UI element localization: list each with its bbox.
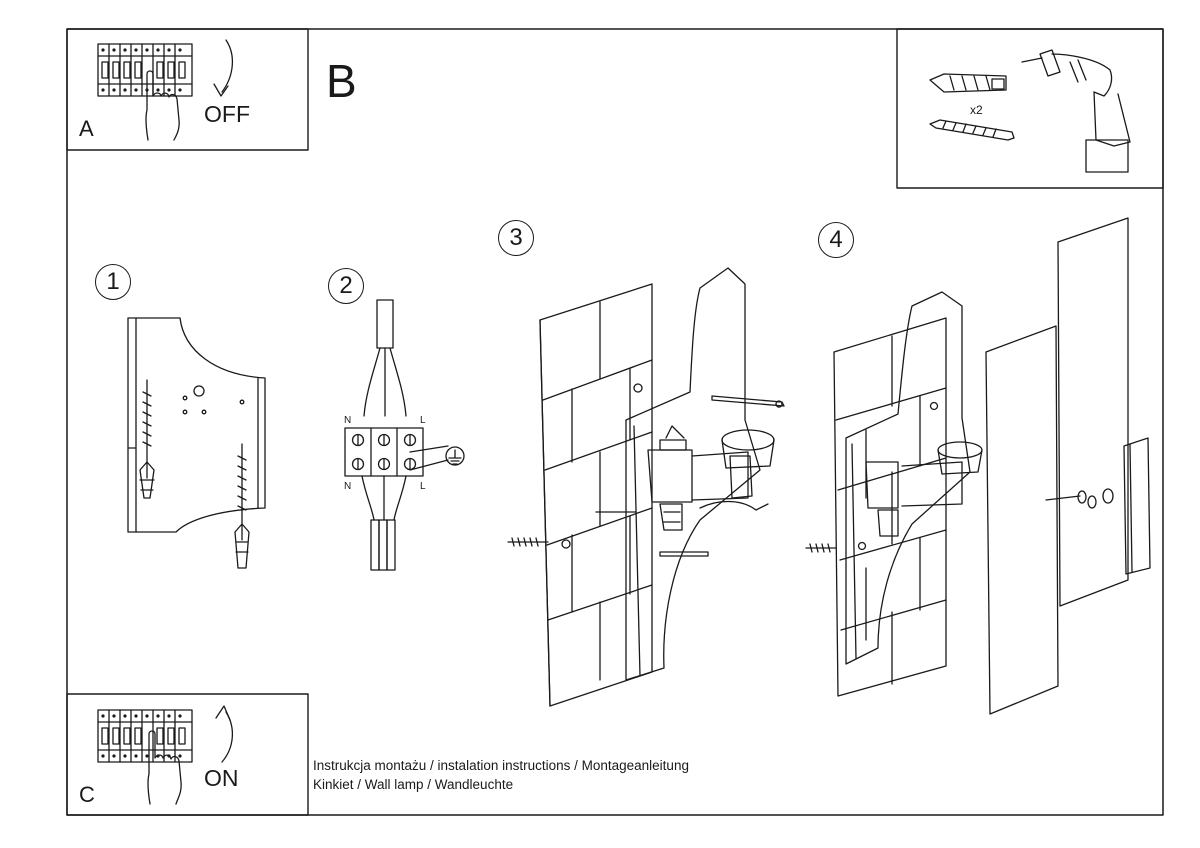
hand-icon [145, 70, 180, 141]
caption-line-2: Kinkiet / Wall lamp / Wandleuchte [313, 777, 514, 792]
off-label: OFF [204, 101, 250, 127]
caption-line-1: Instrukcja montażu / instalation instruc… [313, 758, 689, 773]
screw-icon [929, 119, 1015, 141]
earth-ground-icon [445, 446, 465, 466]
step-4-final-assembly [805, 217, 1151, 715]
wire-label-neutral-top: N [344, 415, 352, 426]
sheet-border [66, 28, 1164, 816]
circuit-breaker-icon [97, 709, 193, 763]
wire-label-live-bottom: L [420, 481, 426, 492]
step-1-number: 1 [95, 264, 131, 300]
drill-icon [1021, 49, 1131, 173]
step-3-mounting [507, 267, 785, 707]
step-1-bracket [127, 317, 266, 569]
panel-c [66, 693, 309, 816]
panel-b-letter: B [326, 55, 357, 107]
curved-arrow-down-icon [221, 39, 233, 93]
panel-a-letter: A [79, 116, 94, 141]
on-label: ON [204, 765, 239, 791]
wire-label-live-top: L [420, 415, 426, 426]
circuit-breaker-icon [97, 43, 193, 97]
wall-plug-quantity: x2 [970, 103, 983, 117]
panel-c-letter: C [79, 782, 95, 807]
panel-b-tools [896, 28, 1164, 189]
step-2-number: 2 [328, 268, 364, 304]
wire-label-neutral-bottom: N [344, 481, 352, 492]
step-2-wiring [344, 299, 465, 571]
curved-arrow-up-icon [221, 711, 233, 763]
wall-plug-icon [929, 73, 1007, 93]
step-3-number: 3 [498, 220, 534, 256]
hand-icon [147, 730, 182, 805]
step-4-number: 4 [818, 222, 854, 258]
panel-a [66, 28, 309, 151]
